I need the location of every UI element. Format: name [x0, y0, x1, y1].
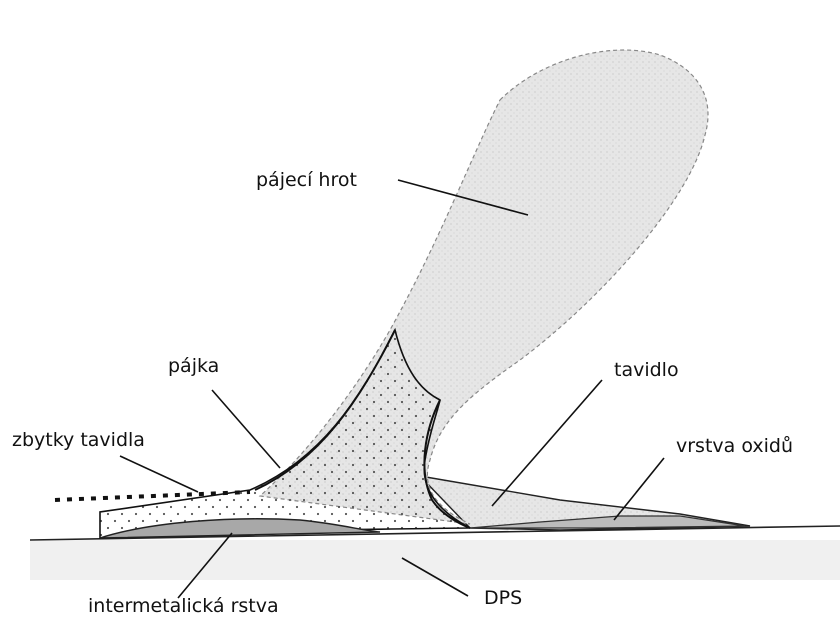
- leader-flux-residue: [120, 456, 198, 492]
- label-flux-residue: zbytky tavidla: [12, 429, 145, 451]
- leader-flux: [492, 380, 602, 506]
- label-pcb: DPS: [484, 587, 522, 609]
- label-oxide-layer: vrstva oxidů: [676, 435, 793, 457]
- label-flux: tavidlo: [614, 359, 679, 381]
- label-intermetallic-layer: intermetalická rstva: [88, 595, 279, 617]
- pcb-substrate: [30, 540, 840, 580]
- leader-solder: [212, 390, 280, 468]
- label-solder: pájka: [168, 355, 219, 377]
- label-soldering-tip: pájecí hrot: [256, 169, 357, 191]
